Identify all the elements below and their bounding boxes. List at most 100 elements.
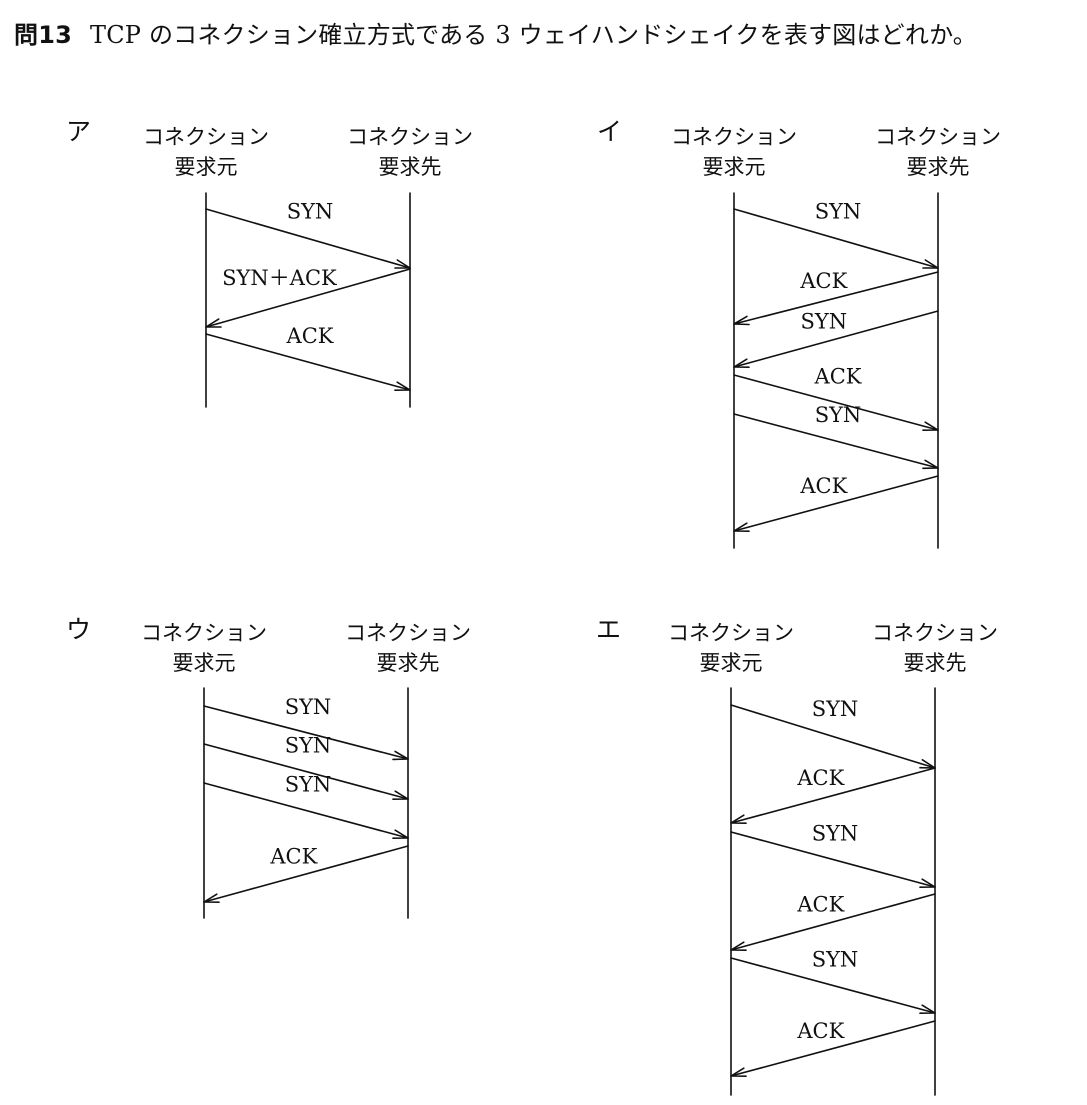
arrow-line — [205, 268, 411, 328]
arrowhead — [922, 459, 939, 470]
arrowhead — [730, 1067, 747, 1077]
choice-label: ウ — [66, 615, 91, 644]
question-text: 問13 TCP のコネクション確立方式である 3 ウェイハンドシェイクを表す図はど… — [14, 20, 977, 50]
responder-endpoint-label: コネクション — [872, 621, 998, 645]
message-label: ACK — [269, 844, 317, 868]
message-label: ACK — [796, 1019, 844, 1043]
arrowhead — [733, 358, 750, 368]
arrowhead — [394, 381, 411, 391]
choice-label: ア — [66, 117, 91, 146]
arrowhead — [922, 421, 939, 431]
diagram-2: イコネクション要求元コネクション要求先SYNACKSYNACKSYNACK — [597, 117, 1001, 549]
responder-endpoint-label: コネクション — [875, 125, 1001, 149]
arrow-line — [733, 475, 939, 532]
arrow-line — [733, 413, 939, 469]
message-arrow: SYN — [203, 734, 409, 800]
message-label: SYN — [285, 734, 332, 758]
question-number: 問13 — [14, 21, 72, 49]
message-label: SYN＋ACK — [222, 266, 337, 290]
message-label: SYN — [285, 773, 332, 797]
requester-endpoint-label: コネクション — [141, 621, 267, 645]
responder-endpoint-label: 要求先 — [379, 155, 442, 179]
requester-endpoint-label: コネクション — [671, 125, 797, 149]
arrow-line — [733, 374, 939, 431]
message-arrow: ACK — [730, 766, 936, 824]
message-label: SYN — [285, 695, 332, 719]
message-arrow: ACK — [730, 1019, 936, 1077]
diagram-1: アコネクション要求元コネクション要求先SYNSYN＋ACKACK — [66, 117, 473, 408]
arrowhead — [392, 750, 409, 761]
message-label: SYN — [815, 403, 862, 427]
message-arrow: SYN — [733, 403, 939, 470]
message-label: SYN — [801, 309, 848, 333]
diagram-4: エコネクション要求元コネクション要求先SYNACKSYNACKSYNACK — [596, 615, 998, 1096]
message-arrow: SYN — [730, 948, 936, 1014]
message-label: ACK — [799, 474, 847, 498]
responder-endpoint-label: 要求先 — [377, 651, 440, 675]
responder-endpoint-label: コネクション — [345, 621, 471, 645]
choice-label: エ — [596, 615, 621, 644]
message-arrow: SYN — [730, 697, 936, 769]
requester-endpoint-label: 要求元 — [703, 155, 766, 179]
question-body: TCP のコネクション確立方式である 3 ウェイハンドシェイクを表す図はどれか。 — [90, 21, 977, 49]
message-label: ACK — [799, 269, 847, 293]
requester-endpoint-label: コネクション — [143, 125, 269, 149]
message-arrow: SYN＋ACK — [205, 266, 411, 328]
message-arrow: ACK — [733, 269, 939, 326]
message-arrow: SYN — [730, 822, 936, 888]
arrow-line — [205, 208, 411, 269]
arrowhead — [205, 318, 222, 328]
arrowhead — [392, 829, 409, 839]
arrowhead — [730, 814, 747, 824]
responder-endpoint-label: 要求先 — [907, 155, 970, 179]
diagram-3: ウコネクション要求元コネクション要求先SYNSYNSYNACK — [66, 615, 471, 919]
arrow-line — [733, 208, 939, 269]
arrowhead — [394, 259, 411, 269]
arrow-line — [730, 893, 936, 951]
arrow-line — [205, 333, 411, 391]
arrow-line — [733, 310, 939, 368]
message-arrow: ACK — [733, 474, 939, 532]
message-arrow: SYN — [733, 200, 939, 269]
arrowhead — [203, 893, 220, 903]
message-label: SYN — [287, 200, 334, 224]
arrowhead — [919, 1004, 936, 1014]
arrowhead — [919, 878, 936, 888]
arrowhead — [922, 259, 939, 269]
arrow-line — [730, 957, 936, 1014]
requester-endpoint-label: コネクション — [668, 621, 794, 645]
message-arrow: ACK — [205, 324, 411, 391]
arrow-line — [203, 845, 409, 903]
message-arrow: SYN — [733, 309, 939, 368]
responder-endpoint-label: 要求先 — [904, 651, 967, 675]
requester-endpoint-label: 要求元 — [700, 651, 763, 675]
responder-endpoint-label: コネクション — [347, 125, 473, 149]
arrowhead — [733, 522, 750, 532]
arrow-line — [730, 1020, 936, 1077]
message-label: ACK — [796, 766, 844, 790]
arrow-line — [203, 743, 409, 800]
arrowhead — [392, 790, 409, 800]
choice-label: イ — [597, 117, 622, 146]
arrow-line — [733, 271, 939, 325]
message-arrow: ACK — [203, 844, 409, 903]
arrow-line — [203, 782, 409, 839]
message-arrow: ACK — [730, 892, 936, 951]
arrow-line — [730, 831, 936, 888]
arrow-line — [730, 704, 936, 769]
arrow-line — [203, 705, 409, 760]
message-label: SYN — [812, 697, 859, 721]
message-label: ACK — [796, 892, 844, 916]
message-arrow: SYN — [203, 773, 409, 839]
message-arrow: SYN — [205, 200, 411, 269]
message-label: SYN — [815, 200, 862, 224]
arrow-line — [730, 767, 936, 824]
arrowhead — [733, 315, 750, 326]
requester-endpoint-label: 要求元 — [173, 651, 236, 675]
message-label: SYN — [812, 948, 859, 972]
message-label: ACK — [814, 365, 862, 389]
message-arrow: ACK — [733, 365, 939, 431]
message-label: ACK — [286, 324, 334, 348]
message-arrow: SYN — [203, 695, 409, 761]
requester-endpoint-label: 要求元 — [175, 155, 238, 179]
